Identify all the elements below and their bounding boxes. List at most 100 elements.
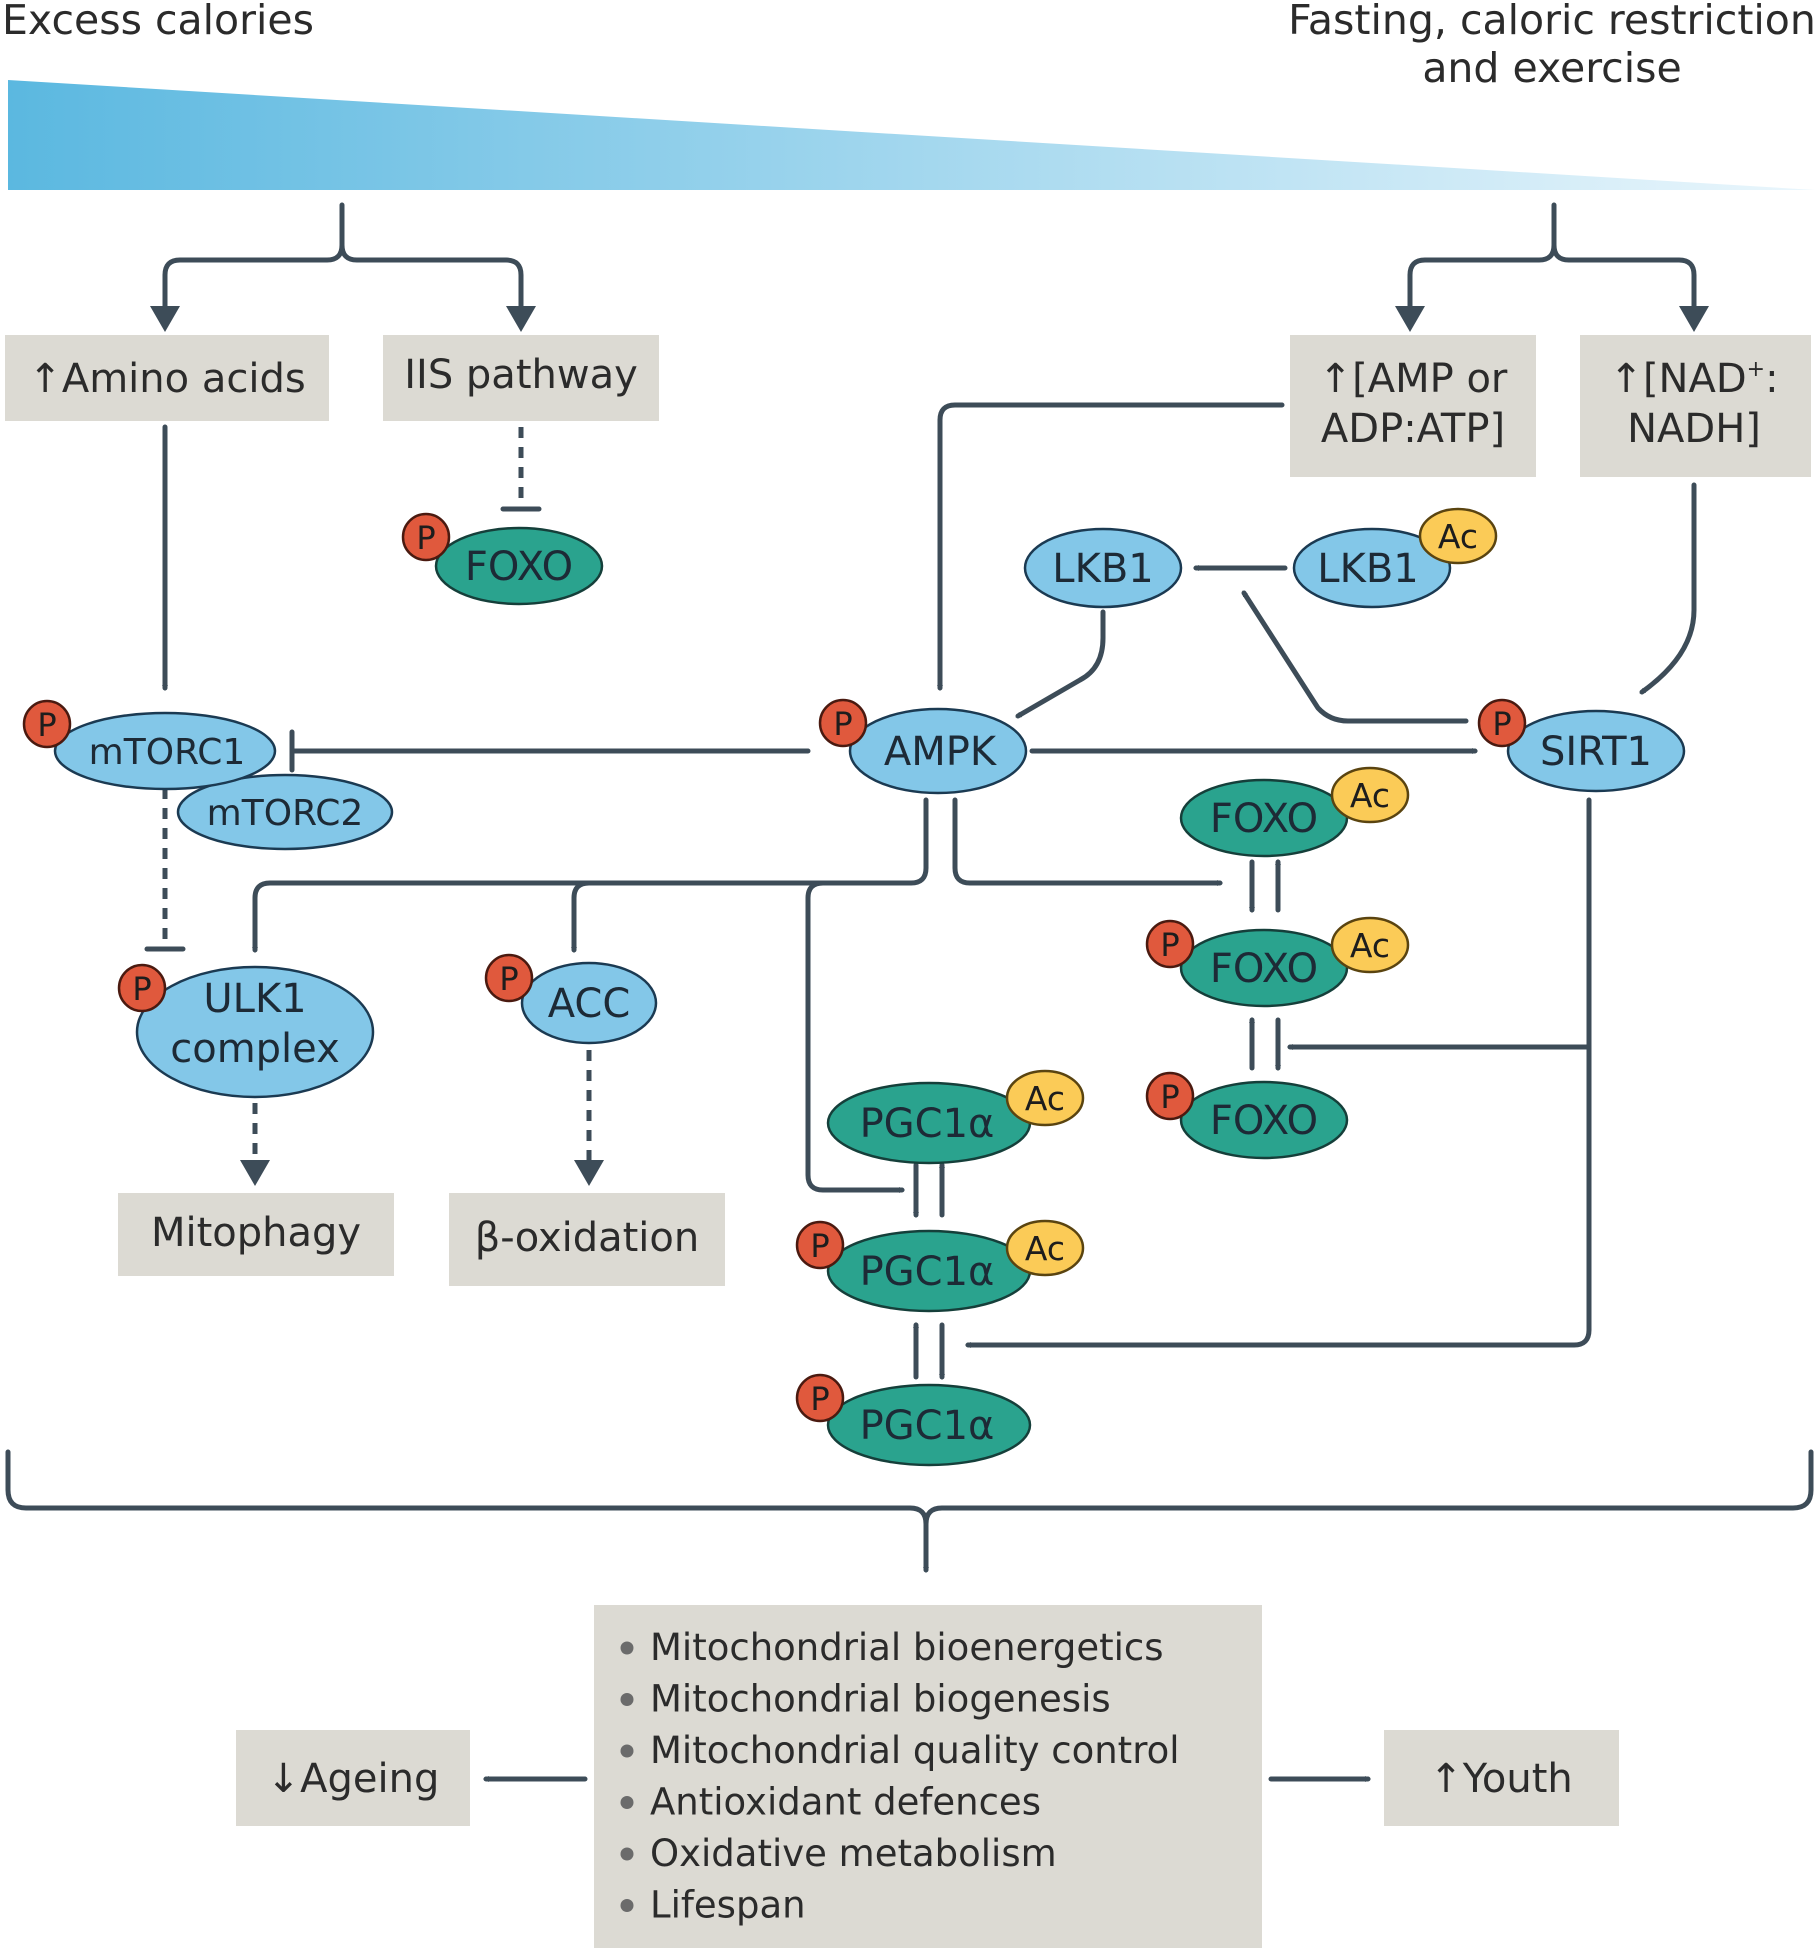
ampk-to-foxo-arrow <box>952 797 1223 886</box>
nad-ratio-text-line2: NADH] <box>1627 406 1761 452</box>
mitophagy-box: Mitophagy <box>118 1193 394 1276</box>
svg-text:Ac: Ac <box>1025 1079 1065 1118</box>
phospho-badge <box>795 1373 845 1423</box>
amp-ratio-text-line1: ↑[AMP or <box>1319 356 1508 402</box>
ampk-label: AMPK <box>884 729 998 775</box>
svg-text:Ac: Ac <box>1350 926 1390 965</box>
excess-calories-label: Excess calories <box>2 0 314 44</box>
youth-text: ↑Youth <box>1429 1756 1573 1802</box>
acc-node: ACC P <box>484 953 658 1045</box>
mtorc1-node: mTORC1 P <box>22 699 277 791</box>
beta-oxidation-text: β-oxidation <box>475 1215 700 1261</box>
svg-text:Ac: Ac <box>1438 517 1478 556</box>
acc-label: ACC <box>548 981 631 1027</box>
nad-ratio-box: ↑[NAD+: NADH] <box>1580 335 1811 477</box>
outcomes-list: Mitochondrial bioenergeticsMitochondrial… <box>620 1626 1180 1927</box>
phospho-badge <box>1145 1071 1195 1121</box>
lkb1-acetyl-label: LKB1 <box>1317 546 1418 592</box>
ampk-inhibits-mtorc1 <box>289 729 811 773</box>
mtorc1-label: mTORC1 <box>89 732 246 773</box>
amp-ratio-text-line2: ADP:ATP] <box>1321 406 1505 452</box>
sirt1-to-lkb1-arrow <box>1241 590 1469 724</box>
acetyl-badge <box>1330 916 1410 974</box>
svg-text:P: P <box>132 970 151 1008</box>
outcome-item: Oxidative metabolism <box>650 1832 1057 1875</box>
outcome-item: Mitochondrial bioenergetics <box>650 1626 1164 1669</box>
svg-text:P: P <box>833 705 852 743</box>
svg-text:P: P <box>1160 1078 1179 1116</box>
ageing-text: ↓Ageing <box>267 1756 440 1802</box>
phospho-badge <box>117 963 167 1013</box>
amp-ratio-box: ↑[AMP or ADP:ATP] <box>1290 335 1536 477</box>
foxo-phospho-node: FOXO P <box>401 512 604 606</box>
amino-acids-text: ↑Amino acids <box>28 356 305 402</box>
svg-text:P: P <box>810 1227 829 1265</box>
svg-text:P: P <box>416 519 435 557</box>
pgc1a-phospho-acetyl-label: PGC1α <box>860 1249 995 1295</box>
phospho-badge <box>818 698 868 748</box>
pgc1a-phospho-label: PGC1α <box>860 1403 995 1449</box>
ulk1-label-line2: complex <box>170 1026 340 1072</box>
nad-ratio-text-line1: ↑[NAD+: <box>1609 356 1778 402</box>
mtorc1-inhibits-ulk1 <box>144 788 186 952</box>
foxo-phospho-label: FOXO <box>465 544 573 590</box>
left-branch-connector <box>150 202 536 332</box>
svg-text:Ac: Ac <box>1025 1229 1065 1268</box>
outcome-item: Mitochondrial quality control <box>650 1729 1180 1772</box>
outcome-bullet <box>620 1847 634 1861</box>
foxo-acetyl-label: FOXO <box>1210 796 1318 842</box>
iis-pathway-box: IIS pathway <box>383 335 659 421</box>
acc-to-beta-oxidation-arrow <box>574 1050 604 1186</box>
foxo-equilibrium-arrows <box>1249 859 1281 1071</box>
svg-text:Ac: Ac <box>1350 776 1390 815</box>
acetyl-badge <box>1330 766 1410 824</box>
sirt1-label: SIRT1 <box>1540 729 1652 775</box>
foxo-phospho-acetyl-node: FOXO P Ac <box>1145 916 1410 1008</box>
amp-to-ampk-arrow <box>937 402 1285 691</box>
mtorc2-label: mTORC2 <box>207 793 364 834</box>
youth-box: ↑Youth <box>1384 1730 1619 1826</box>
phospho-badge <box>1477 698 1527 748</box>
outcome-bullet <box>620 1744 634 1758</box>
lkb1-label: LKB1 <box>1052 546 1153 592</box>
pgc1a-equilibrium-arrows <box>913 1162 945 1380</box>
phospho-badge <box>1145 919 1195 969</box>
phospho-badge <box>22 699 72 749</box>
lkb1-acetyl-node: LKB1 Ac <box>1292 507 1498 609</box>
pgc1a-phospho-node: PGC1α P <box>795 1373 1032 1467</box>
ulk1-complex-node: ULK1 complex P <box>117 963 375 1099</box>
outcomes-box: Mitochondrial bioenergeticsMitochondrial… <box>594 1605 1262 1948</box>
ampk-to-pgc1a-arrow <box>805 880 905 1193</box>
outcome-bullet <box>620 1796 634 1809</box>
foxo-phospho-lower-label: FOXO <box>1210 1098 1318 1144</box>
right-branch-connector <box>1395 202 1709 332</box>
foxo-acetyl-node: FOXO Ac <box>1179 766 1410 858</box>
ampk-node: AMPK P <box>818 698 1028 795</box>
phospho-badge <box>401 512 451 562</box>
acetyl-badge <box>1418 507 1498 565</box>
svg-text:P: P <box>810 1380 829 1418</box>
pgc1a-acetyl-label: PGC1α <box>860 1101 995 1147</box>
lkb1-to-ampk-arrow <box>1015 609 1106 719</box>
pgc1a-phospho-acetyl-node: PGC1α P Ac <box>795 1219 1085 1313</box>
outcome-bullet <box>620 1641 634 1655</box>
outcome-item: Mitochondrial biogenesis <box>650 1678 1111 1721</box>
foxo-phospho-lower-node: FOXO P <box>1145 1071 1349 1160</box>
fasting-label-line2: and exercise <box>1422 44 1681 92</box>
sirt1-node: SIRT1 P <box>1477 698 1686 793</box>
sirt1-to-foxo-pgc1a-arrows <box>965 797 1592 1348</box>
svg-text:P: P <box>1160 926 1179 964</box>
ulk1-label-line1: ULK1 <box>203 976 306 1022</box>
fasting-label-line1: Fasting, caloric restriction <box>1288 0 1816 44</box>
svg-text:P: P <box>1492 705 1511 743</box>
phospho-badge <box>795 1220 845 1270</box>
amino-acids-box: ↑Amino acids <box>5 335 329 421</box>
bottom-brace <box>5 1449 1814 1573</box>
outcome-bullet <box>620 1899 634 1912</box>
iis-pathway-text: IIS pathway <box>404 352 638 398</box>
foxo-phospho-acetyl-label: FOXO <box>1210 946 1318 992</box>
mitophagy-text: Mitophagy <box>151 1210 361 1256</box>
mtorc2-node: mTORC2 <box>176 773 394 851</box>
acetyl-badge <box>1005 1219 1085 1277</box>
beta-oxidation-box: β-oxidation <box>449 1193 725 1286</box>
